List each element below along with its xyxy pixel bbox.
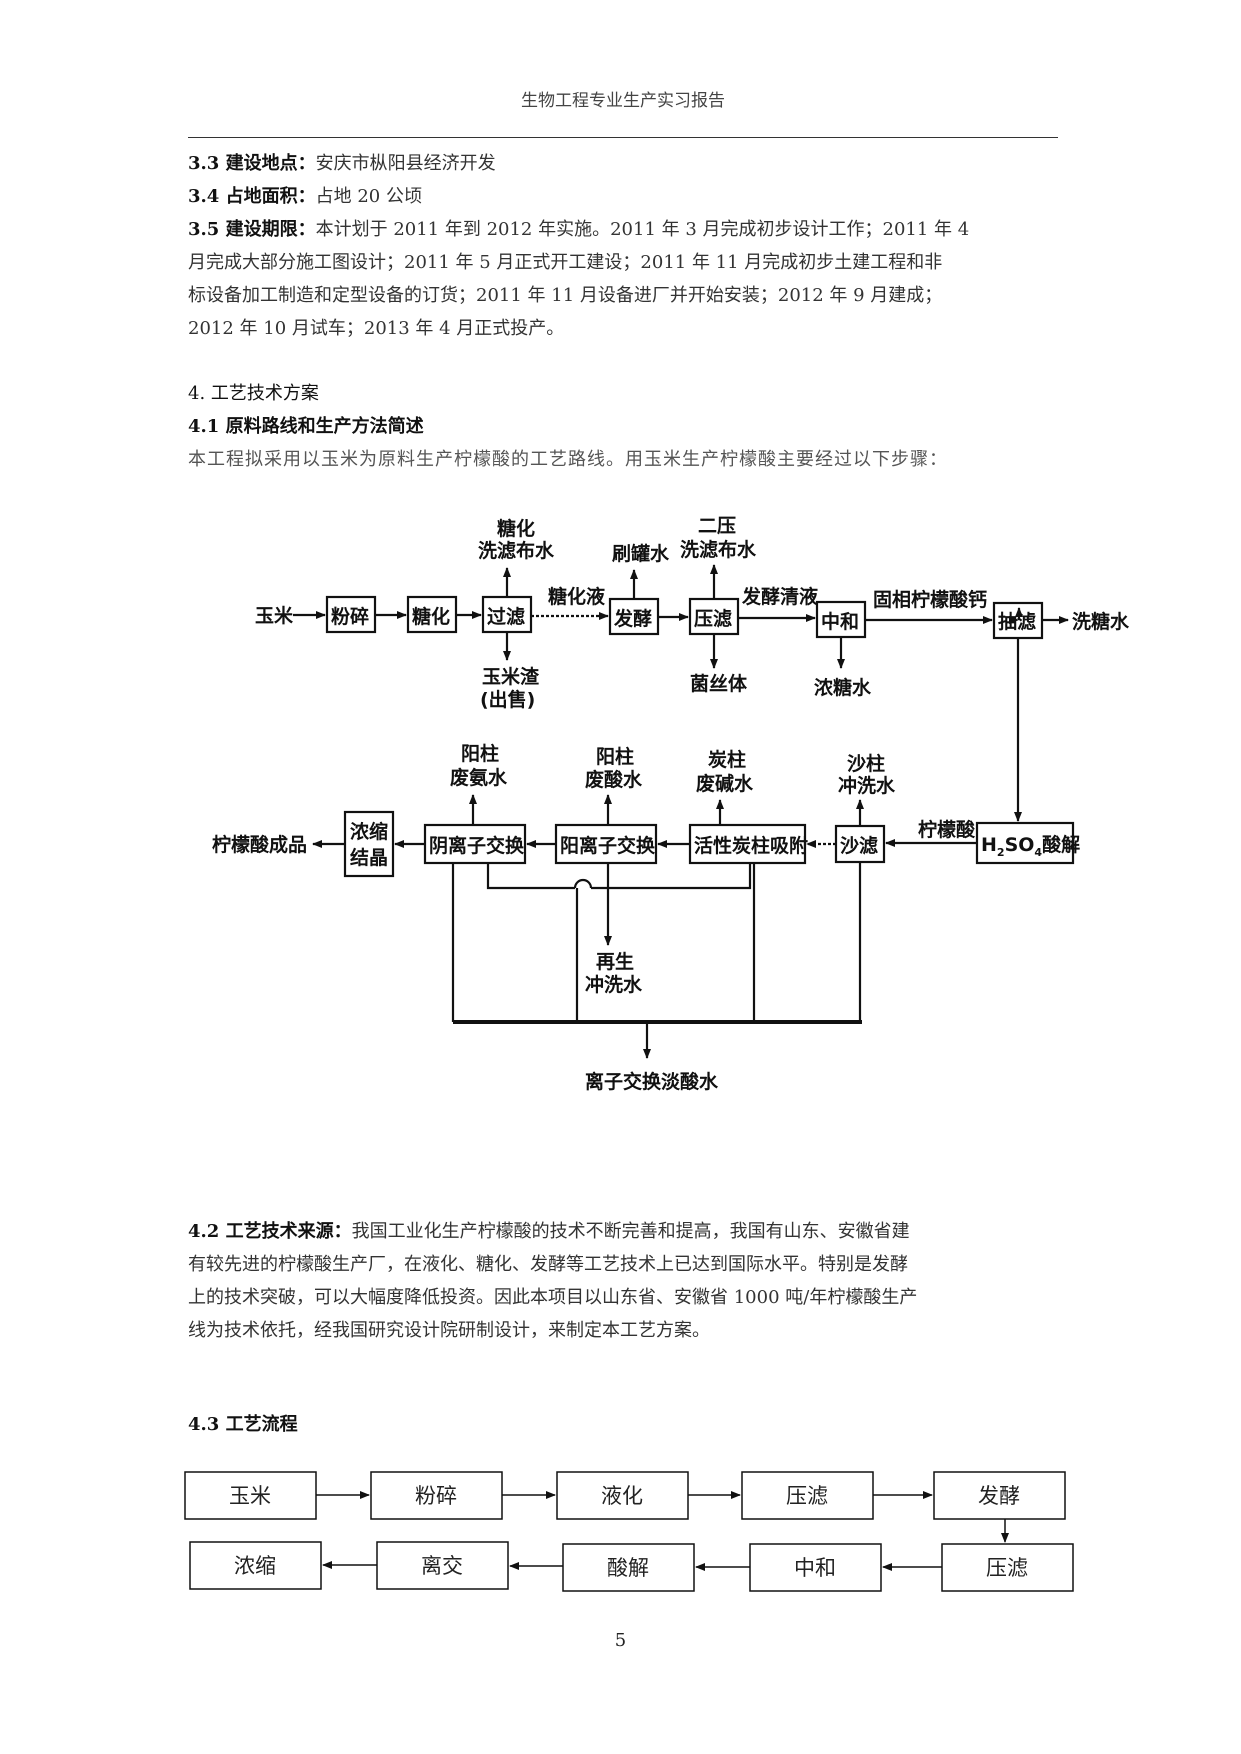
label-acidolysis-tail: 酸解 [1042,833,1080,856]
label-sand-col-2: 冲洗水 [838,774,896,797]
label-sand-filter: 沙滤 [840,835,878,857]
section-4-3-title: 4.3 工艺流程 [188,1414,298,1435]
flow-label-ferment: 发酵 [978,1484,1020,1508]
label-acidolysis-sub2: 2 [997,846,1005,859]
label-tank-wash: 刷罐水 [612,542,670,565]
label-residue-1: 玉米渣 [482,665,540,688]
label-sugar-liquid: 糖化液 [548,585,606,608]
section-3-3-label: 3.3 建设地点： [188,153,316,174]
label-ferment: 发酵 [613,607,652,630]
label-regen-1: 再生 [596,950,634,973]
section-3-5-line-4: 2012 年 10 月试车；2013 年 4 月正式投产。 [188,318,565,339]
label-second-press-1: 二压 [698,515,736,537]
label-residue-2: (出售) [480,688,535,711]
section-3-5-line-1: 3.5 建设期限：本计划于 2011 年到 2012 年实施。2011 年 3 … [188,218,969,242]
label-cation-exchange: 阳离子交换 [560,834,656,857]
flow-box-liquefy [556,1471,689,1520]
label-carbon-col-2: 废碱水 [696,772,754,795]
flow-label-corn: 玉米 [229,1484,271,1508]
label-suction-filter: 抽滤 [998,610,1036,633]
section-4-2-label: 4.2 工艺技术来源： [188,1221,352,1242]
label-saccharify: 糖化 [412,605,450,628]
section-4-1-text: 本工程拟采用以玉米为原料生产柠檬酸的工艺路线。用玉米生产柠檬酸主要经过以下步骤： [188,449,948,470]
header-divider [188,137,1058,138]
section-4-2-text-1: 我国工业化生产柠檬酸的技术不断完善和提高，我国有山东、安徽省建 [351,1221,910,1242]
label-calcium-citrate: 固相柠檬酸钙 [873,588,987,611]
section-3-5-line-2: 月完成大部分施工图设计；2011 年 5 月正式开工建设；2011 年 11 月… [188,252,943,273]
label-corn: 玉米 [255,604,294,627]
label-mycelium: 菌丝体 [690,672,748,695]
section-3-3-text: 安庆市枞阳县经济开发 [315,153,496,174]
label-acidolysis: H2SO4酸解 [981,833,1080,859]
section-4-2-line-1: 4.2 工艺技术来源：我国工业化生产柠檬酸的技术不断完善和提高，我国有山东、安徽… [188,1220,910,1244]
page-header: 生物工程专业生产实习报告 [521,91,725,111]
flow-label-ion-exchange: 离交 [421,1554,463,1578]
flow-box-press-filter-1 [741,1471,874,1520]
label-press-filter: 压滤 [694,608,732,630]
section-3-3: 3.3 建设地点：安庆市枞阳县经济开发 [188,152,496,176]
label-neutralize: 中和 [821,610,859,633]
label-anion-col-1: 阳柱 [461,742,499,765]
flow-box-ferment [933,1471,1066,1520]
label-anion-col-2: 废氨水 [450,766,508,789]
label-filter-out-1: 糖化 [497,517,535,540]
section-3-4: 3.4 占地面积：占地 20 公顷 [188,185,422,209]
label-filter: 过滤 [487,606,525,628]
flow-box-neutralize [749,1543,882,1592]
flow-box-press-filter-2 [941,1543,1074,1592]
section-4-title: 4. 工艺技术方案 [188,383,319,404]
flow-label-press-filter-2: 压滤 [986,1556,1028,1580]
section-4-2-line-3: 上的技术突破，可以大幅度降低投资。因此本项目以山东省、安徽省 1000 吨/年柠… [188,1287,918,1308]
section-4-2-line-4: 线为技术依托，经我国研究设计院研制设计，来制定本工艺方案。 [188,1320,710,1341]
label-carbon-col-1: 炭柱 [708,748,746,771]
label-product: 柠檬酸成品 [212,833,307,856]
flow-box-crush [370,1471,503,1520]
flow-label-concentrate: 浓缩 [234,1554,276,1578]
flow-label-liquefy: 液化 [601,1484,643,1508]
section-3-5-line-3: 标设备加工制造和定型设备的订货；2011 年 11 月设备进厂并开始安装；201… [188,285,943,306]
flow-label-press-filter-1: 压滤 [786,1484,828,1508]
section-3-5-text-1: 本计划于 2011 年到 2012 年实施。2011 年 3 月完成初步设计工作… [315,219,970,240]
label-cation-col-1: 阳柱 [596,745,634,768]
section-4-2-line-2: 有较先进的柠檬酸生产厂，在液化、糖化、发酵等工艺技术上已达到国际水平。特别是发酵 [188,1254,908,1275]
label-thick-sugar: 浓糖水 [814,676,872,699]
label-waste-acid: 离子交换淡酸水 [585,1070,719,1093]
section-3-4-text: 占地 20 公顷 [315,186,422,207]
section-3-4-label: 3.4 占地面积： [188,186,316,207]
label-acidolysis-h: H [981,834,997,856]
label-acidolysis-so: SO [1005,834,1035,856]
label-wash-sugar: 洗糖水 [1072,610,1130,633]
label-second-press-2: 洗滤布水 [680,538,757,561]
label-citric-acid: 柠檬酸 [918,818,976,841]
flow-label-neutralize: 中和 [794,1556,836,1580]
label-concentrate-2: 结晶 [350,846,388,869]
label-concentrate-1: 浓缩 [350,820,388,843]
page-number: 5 [614,1630,627,1651]
label-clear-liquid: 发酵清液 [741,585,819,608]
label-acidolysis-sub4: 4 [1034,846,1042,859]
flow-box-ion-exchange [376,1541,509,1590]
flow-label-crush: 粉碎 [415,1484,457,1508]
flow-label-acidolysis: 酸解 [607,1556,649,1580]
label-sand-col-1: 沙柱 [847,752,885,775]
label-crush: 粉碎 [331,605,369,628]
label-filter-out-2: 洗滤布水 [478,539,555,562]
label-anion-exchange: 阴离子交换 [429,834,525,857]
flow-box-corn [184,1471,317,1520]
section-4-1-title: 4.1 原料路线和生产方法简述 [188,416,424,437]
label-carbon-adsorb: 活性炭柱吸附 [694,834,808,857]
label-cation-col-2: 废酸水 [585,768,643,791]
flow-box-concentrate [189,1541,322,1590]
section-3-5-label: 3.5 建设期限： [188,219,316,240]
flow-box-acidolysis [562,1543,695,1592]
label-regen-2: 冲洗水 [585,973,643,996]
